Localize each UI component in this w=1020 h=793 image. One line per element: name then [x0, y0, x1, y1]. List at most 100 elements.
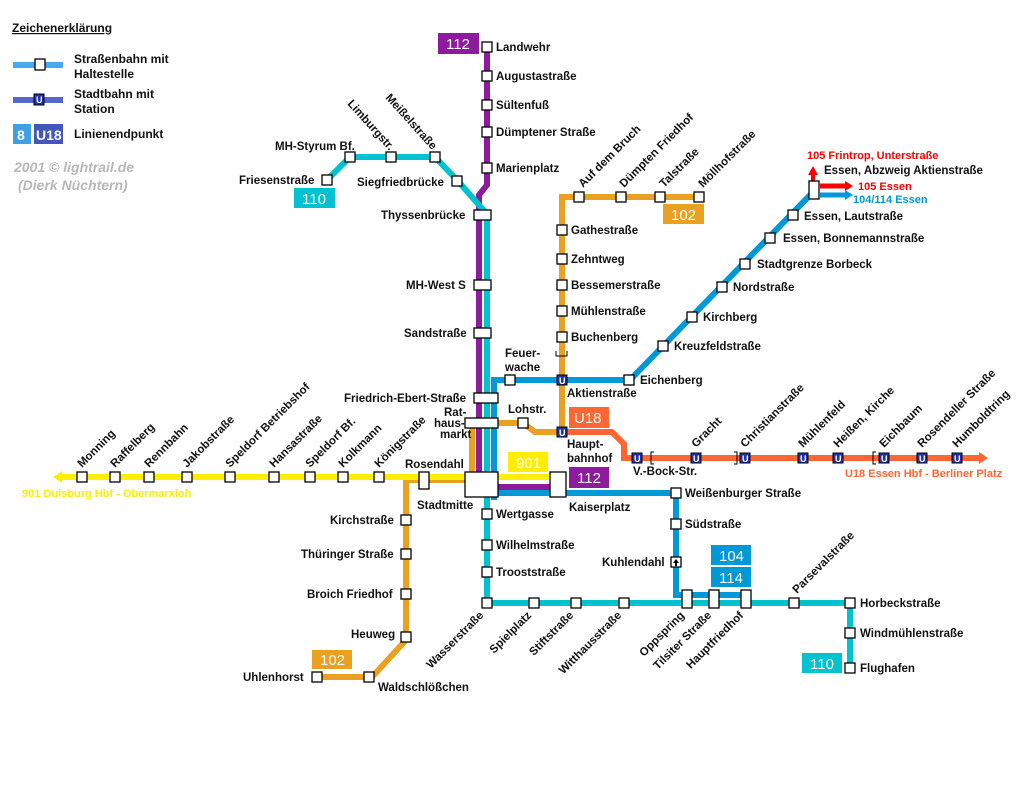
dest-901: 901 Duisburg Hbf - Obermarxloh — [22, 488, 192, 500]
badge-text: 102 — [320, 652, 345, 669]
legend-u-symbol: U — [36, 95, 43, 105]
badge-u18: U18 — [569, 407, 609, 428]
station-augustastrasse: Augustastraße — [496, 71, 577, 83]
stop-marker — [504, 374, 516, 386]
map-mark — [872, 451, 876, 465]
stops-trunk: Thyssenbrücke MH-West S Sandstraße Fried… — [344, 209, 631, 514]
station-uhlenhorst: Uhlenhorst — [243, 672, 304, 684]
station-essen-bonnemann: Essen, Bonnemannstraße — [783, 233, 924, 245]
station-friesenstrasse: Friesenstraße — [239, 175, 314, 187]
stop-marker — [268, 471, 280, 483]
badge-text: 114 — [719, 570, 743, 587]
stops-104-114-north: Eichenberg Kreuzfeldstraße Kirchberg Nor… — [623, 165, 983, 387]
badge-text: 104 — [719, 548, 744, 565]
station-weissenburger: Weißenburger Straße — [685, 488, 801, 500]
stop-marker — [844, 662, 856, 674]
station-rosendahl: Rosendahl — [405, 459, 464, 471]
badge-background — [294, 188, 335, 208]
station-siegfriedbruecke: Siegfriedbrücke — [357, 177, 444, 189]
stop-marker — [373, 471, 385, 483]
u-station-icon — [556, 426, 568, 438]
tunnel-portal-icon — [555, 351, 568, 357]
u-station-icon — [832, 452, 844, 464]
line-102-north[interactable] — [482, 194, 699, 435]
station-eichenberg: Eichenberg — [640, 375, 703, 387]
stop-marker — [764, 232, 776, 244]
station-talstrasse: Talstraße — [658, 146, 702, 190]
stops-112: Landwehr Augustastraße Sültenfuß Dümpten… — [481, 41, 596, 175]
arrow-104-114-essen-icon — [845, 190, 853, 200]
map-mark — [734, 451, 738, 465]
stop-marker — [808, 180, 820, 200]
stop-marker — [473, 279, 492, 291]
station-rathausmarkt-2: haus- — [434, 418, 465, 430]
badge-text: 110 — [302, 191, 326, 208]
stop-marker — [556, 305, 568, 317]
station-trooststrasse: Trooststraße — [496, 567, 566, 579]
legend-endpoint-u-text: U18 — [36, 127, 62, 143]
line-112[interactable] — [476, 47, 560, 490]
stop-marker — [76, 471, 88, 483]
stop-marker — [181, 471, 193, 483]
legend-endpoint-label: Linienendpunkt — [74, 127, 163, 141]
line-102-south[interactable] — [316, 423, 475, 680]
station-zehntweg: Zehntweg — [571, 254, 625, 266]
stop-marker — [788, 597, 800, 609]
copyright-line-2: (Dierk Nüchtern) — [18, 177, 128, 193]
stop-marker — [451, 175, 463, 187]
stop-marker — [473, 209, 492, 221]
stop-marker — [400, 548, 412, 560]
stop-marker — [481, 508, 493, 520]
station-mh-west: MH-West S — [406, 280, 466, 292]
legend-title: Zeichenerklärung — [12, 21, 112, 35]
stop-marker — [400, 588, 412, 600]
station-speldorf-betriebshof: Speldorf Betriebshof — [224, 381, 313, 470]
u-symbol: U — [954, 454, 961, 464]
badge-background — [802, 653, 842, 673]
stop-marker — [654, 191, 666, 203]
badge-112-bottom: 112 — [569, 467, 609, 488]
stop-marker — [321, 174, 333, 186]
station-sueltenfuss: Sültenfuß — [496, 100, 549, 112]
badge-background — [711, 567, 751, 587]
badge-background — [312, 650, 352, 669]
legend-stadtbahn-label-2: Station — [74, 102, 115, 116]
u-station-icon — [797, 452, 809, 464]
station-horbeckstrasse: Horbeckstraße — [860, 598, 941, 610]
station-essen-laut: Essen, Lautstraße — [804, 211, 903, 223]
u-symbol: U — [881, 454, 888, 464]
station-gathestrasse: Gathestraße — [571, 225, 638, 237]
stop-marker — [739, 258, 751, 270]
stop-marker — [304, 471, 316, 483]
u-symbol: U — [835, 454, 842, 464]
station-stadtmitte: Stadtmitte — [417, 500, 473, 512]
badge-text: 110 — [810, 656, 834, 673]
station-windmuehlenstrasse: Windmühlenstraße — [860, 628, 963, 640]
station-essen-abzweig: Essen, Abzweig Aktienstraße — [824, 165, 983, 177]
station-lohstr: Lohstr. — [508, 404, 546, 416]
station-landwehr: Landwehr — [496, 42, 551, 54]
stop-marker — [623, 374, 635, 386]
stop-marker — [481, 597, 493, 609]
station-stiftstrasse: Stiftstraße — [527, 610, 576, 659]
station-rathausmarkt-3: markt — [440, 429, 471, 441]
stop-marker — [464, 417, 499, 429]
arrow-u18-icon — [979, 452, 988, 464]
legend-tram-label-1: Straßenbahn mit — [74, 52, 169, 66]
station-flughafen: Flughafen — [860, 663, 915, 675]
station-wilhelmstrasse: Wilhelmstraße — [496, 540, 575, 552]
stop-marker — [844, 597, 856, 609]
station-muehlenstrasse: Mühlenstraße — [571, 306, 646, 318]
station-kirchberg: Kirchberg — [703, 312, 757, 324]
stop-marker — [311, 671, 323, 683]
station-kaiserplatz-box — [549, 471, 567, 498]
station-gracht: Gracht — [690, 415, 725, 450]
arrow-105-essen-icon — [845, 181, 853, 191]
badge-text: 112 — [577, 470, 601, 487]
station-stadtgrenze-borbeck: Stadtgrenze Borbeck — [757, 259, 873, 271]
legend-tram-stop-icon — [34, 58, 46, 71]
dest-105-essen: 105 Essen — [858, 181, 912, 193]
station-mh-styrum: MH-Styrum Bf. — [275, 141, 355, 153]
u-symbol: U — [634, 454, 641, 464]
